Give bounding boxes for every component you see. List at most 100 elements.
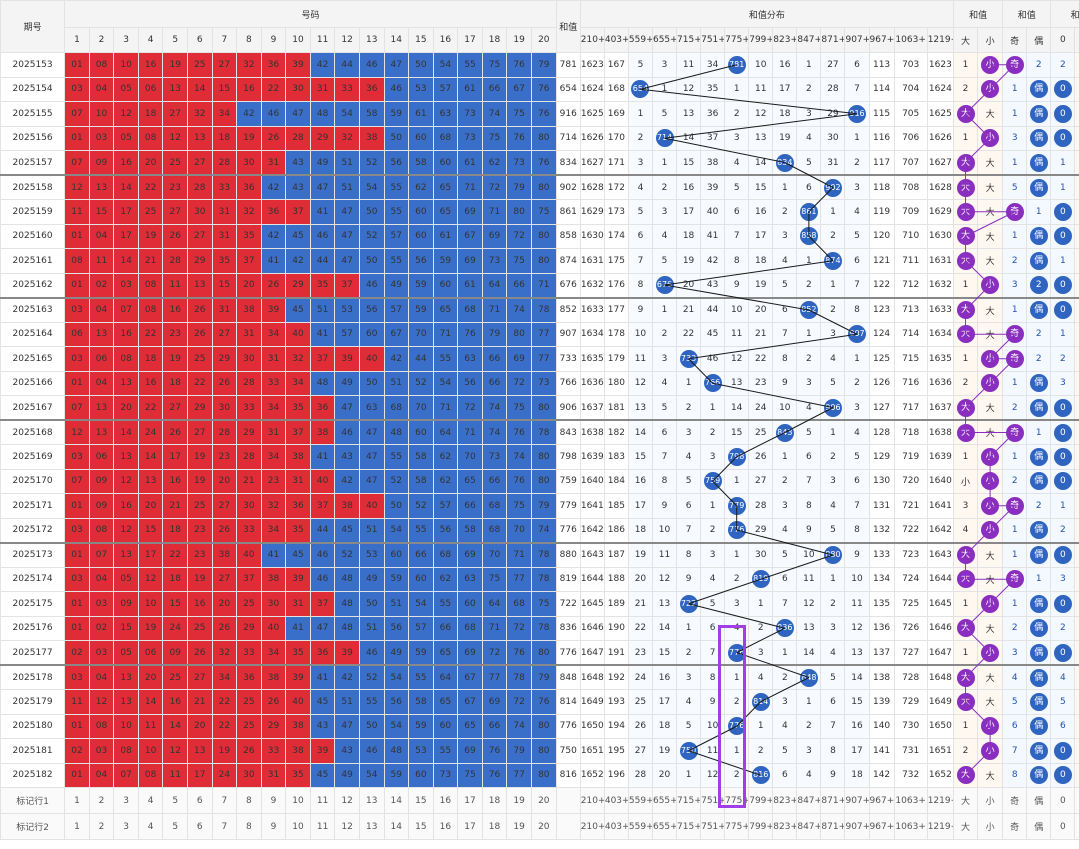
ball-cell: 25 <box>187 615 213 641</box>
ball-cell: 63 <box>432 101 459 127</box>
dist-cell: 122 <box>868 272 895 298</box>
ball-cell: 38 <box>334 493 360 519</box>
dist-cell: 1635 <box>579 346 605 372</box>
ball-cell: 06 <box>137 640 164 666</box>
dist-cell: 732 <box>893 762 928 788</box>
zero-cell: 0 <box>1050 296 1076 323</box>
bigsmall-cell: 2 <box>952 738 979 764</box>
ball-cell: 46 <box>309 541 336 568</box>
zero-cell: 6 <box>1050 713 1076 739</box>
ball-cell: 57 <box>383 296 410 323</box>
dist-cell: 654 <box>627 76 653 102</box>
ball-cell: 56 <box>383 150 410 176</box>
dist-cell: 7 <box>820 713 846 739</box>
footer-ball-index: 19 <box>506 813 532 840</box>
oddeven-cell: 偶 <box>1026 738 1052 764</box>
dist-cell: 5 <box>676 468 702 494</box>
ball-cell: 15 <box>113 615 139 641</box>
issue-cell: 2025176 <box>0 615 66 641</box>
dist-cell: 2 <box>796 272 822 298</box>
footer-bucket: 1219+ <box>926 813 955 840</box>
dist-cell: 9 <box>651 493 678 519</box>
ball-cell: 33 <box>236 395 262 421</box>
dist-cell: 24 <box>627 664 653 690</box>
bigsmall-cell: 大 <box>952 174 979 200</box>
dist-cell: 1 <box>772 640 798 666</box>
bigsmall-cell: 1 <box>952 346 979 372</box>
dist-cell: 676 <box>651 272 678 298</box>
ball-cell: 23 <box>162 174 188 200</box>
dist-cell: 22 <box>748 346 774 372</box>
dist-cell: 6 <box>772 296 798 323</box>
ball-cell: 62 <box>432 444 459 470</box>
dist-cell: 1652 <box>926 762 955 788</box>
ball-cell: 04 <box>88 296 115 323</box>
oddeven-cell: 偶 <box>1026 248 1052 274</box>
bigsmall-marker: 偶 <box>1029 178 1048 197</box>
dist-cell: 1647 <box>579 640 605 666</box>
dist-cell: 4 <box>796 762 822 788</box>
ball-cell: 25 <box>162 150 188 176</box>
ball-cell: 34 <box>260 444 287 470</box>
dist-cell: 189 <box>603 591 629 617</box>
dist-cell: 3 <box>844 174 870 200</box>
ball-cell: 37 <box>334 272 360 298</box>
dist-cell: 15 <box>724 419 750 445</box>
ball-cell: 14 <box>113 174 139 200</box>
zero-cell: 0 <box>1050 591 1076 617</box>
ball-cell: 04 <box>88 762 115 788</box>
sum-marker: 836 <box>775 619 794 638</box>
ball-cell: 51 <box>334 689 360 715</box>
ball-cell: 51 <box>383 591 410 617</box>
ball-cell: 32 <box>236 199 262 225</box>
ball-cell: 01 <box>64 493 90 519</box>
ball-cell: 12 <box>113 517 139 543</box>
ball-cell: 73 <box>481 444 508 470</box>
oddeven-cell: 奇 <box>1002 493 1028 519</box>
zero-cell: 0 <box>1050 640 1076 666</box>
ball-cell: 36 <box>260 199 287 225</box>
footer-sum <box>555 813 581 840</box>
bigsmall-cell: 大 <box>952 296 979 323</box>
dist-cell: 1 <box>651 150 678 176</box>
dist-cell: 5 <box>820 664 846 690</box>
oddeven-cell: 8 <box>1002 762 1028 788</box>
ball-cell: 70 <box>408 321 434 347</box>
dist-cell: 779 <box>724 493 750 519</box>
dist-cell: 1650 <box>926 713 955 739</box>
ball-cell: 61 <box>408 101 434 127</box>
ball-cell: 71 <box>481 296 508 323</box>
ball-cell: 28 <box>211 150 238 176</box>
edge-cell <box>1074 517 1079 543</box>
footer-bucket: 1219+ <box>926 787 955 814</box>
ball-cell: 30 <box>236 762 262 788</box>
dist-cell: 1645 <box>926 591 955 617</box>
sum-marker: 654 <box>631 80 650 99</box>
footer-ball-index: 3 <box>113 813 139 840</box>
ball-cell: 23 <box>260 468 287 494</box>
dist-cell: 20 <box>651 762 678 788</box>
ball-cell: 28 <box>236 370 262 396</box>
dist-cell: 28 <box>627 762 653 788</box>
zero-cell: 0 <box>1050 541 1076 568</box>
ball-cell: 58 <box>358 101 385 127</box>
dist-cell: 117 <box>868 150 895 176</box>
footer-ball-index: 17 <box>457 787 483 814</box>
dist-cell: 3 <box>820 321 846 347</box>
dist-cell: 3 <box>700 541 726 568</box>
ball-cell: 49 <box>334 762 360 788</box>
bigsmall-cell: 小 <box>977 517 1004 543</box>
dist-cell: 5 <box>772 541 798 568</box>
sum-marker: 816 <box>751 766 770 785</box>
bigsmall-marker: 大 <box>956 153 975 172</box>
dist-cell: 44 <box>700 296 726 323</box>
edge-cell <box>1074 493 1079 519</box>
ball-cell: 76 <box>530 150 557 176</box>
dist-cell: 20 <box>676 272 702 298</box>
ball-cell: 52 <box>358 150 385 176</box>
oddeven-cell: 偶 <box>1026 541 1052 568</box>
oddeven-cell: 1 <box>1002 541 1028 568</box>
ball-cell: 41 <box>309 664 336 690</box>
misc-header: 小 <box>977 27 1004 53</box>
